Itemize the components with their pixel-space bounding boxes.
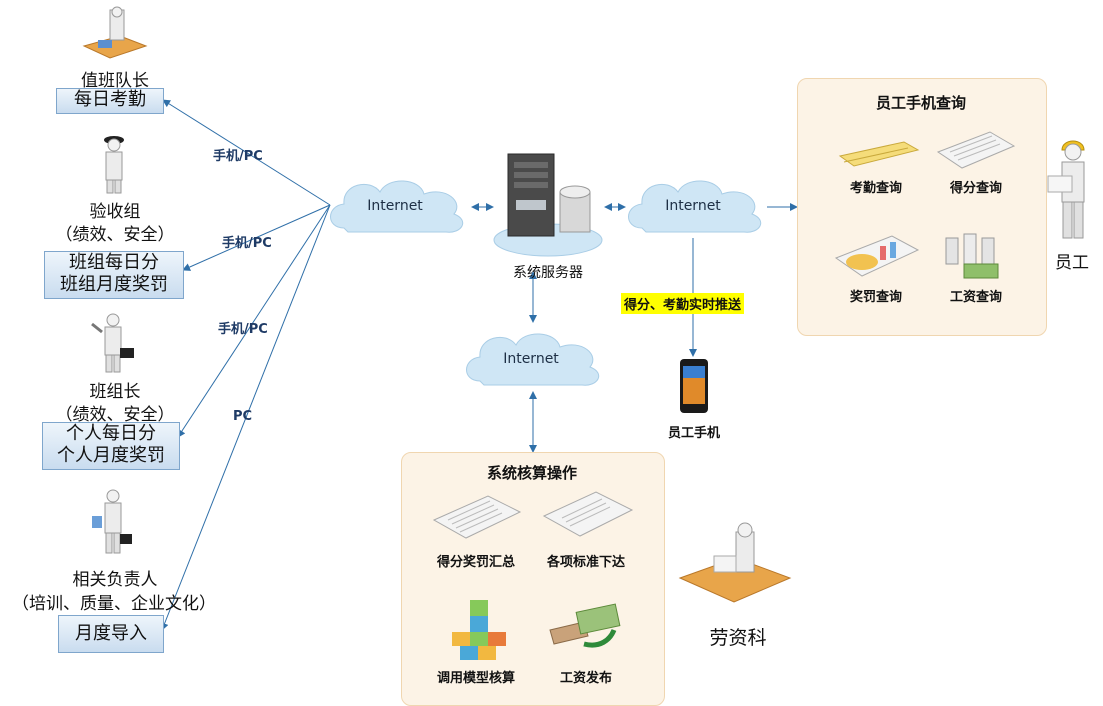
personal-monthly-reward: 个人月度奖罚 bbox=[57, 445, 165, 466]
team-score-box: 班组每日分 班组月度奖罚 bbox=[44, 251, 184, 299]
team-daily-score: 班组每日分 bbox=[69, 252, 159, 273]
monthly-import-box: 月度导入 bbox=[58, 615, 164, 653]
labor-desk-person-icon bbox=[678, 522, 792, 603]
manager-person-icon bbox=[92, 489, 132, 554]
personal-score-box: 个人每日分 个人月度奖罚 bbox=[42, 422, 180, 470]
link-shift-leader bbox=[162, 99, 331, 206]
team-monthly-reward: 班组月度奖罚 bbox=[60, 274, 168, 295]
conn-label-2: 手机/PC bbox=[222, 236, 272, 251]
internet-cloud-bottom-icon bbox=[466, 333, 600, 386]
attendance-query-label: 考勤查询 bbox=[849, 181, 902, 196]
score-query-label: 得分查询 bbox=[949, 181, 1002, 196]
attendance-doc-icon bbox=[838, 141, 920, 167]
score-summary-label: 得分奖罚汇总 bbox=[436, 555, 515, 570]
calc-panel-title: 系统核算操作 bbox=[486, 464, 577, 482]
conn-label-4: PC bbox=[233, 409, 253, 424]
acceptance-group-subtitle: （绩效、安全） bbox=[55, 225, 175, 245]
phone-label: 员工手机 bbox=[667, 426, 720, 441]
internet-cloud-left-label: Internet bbox=[367, 198, 423, 214]
reward-query-label: 奖罚查询 bbox=[849, 290, 902, 305]
reward-chart-icon bbox=[834, 235, 920, 277]
related-head-title: 相关负责人 bbox=[72, 570, 158, 590]
team-leader-person-icon bbox=[91, 313, 134, 373]
employee-query-panel bbox=[797, 78, 1047, 336]
link-acceptance-group bbox=[182, 204, 331, 271]
conn-label-1: 手机/PC bbox=[213, 149, 263, 164]
model-blocks-icon bbox=[452, 600, 506, 660]
internet-cloud-right-icon bbox=[628, 180, 762, 233]
duty-desk-person-icon bbox=[82, 6, 148, 59]
salary-release-label: 工资发布 bbox=[559, 671, 612, 686]
model-calc-label: 调用模型核算 bbox=[436, 671, 515, 686]
mobile-phone-icon bbox=[680, 359, 708, 413]
employee-label: 员工 bbox=[1055, 253, 1089, 273]
internet-cloud-right-label: Internet bbox=[665, 198, 721, 214]
score-doc-icon bbox=[936, 131, 1016, 169]
link-related-head bbox=[160, 204, 331, 631]
server-icon bbox=[493, 153, 603, 257]
summary-doc-icon bbox=[432, 495, 522, 539]
shift-leader-title: 值班队长 bbox=[81, 71, 149, 91]
server-label: 系统服务器 bbox=[513, 265, 583, 281]
salary-payment-icon bbox=[549, 603, 621, 648]
system-calc-panel bbox=[401, 452, 665, 706]
standards-doc-icon bbox=[542, 491, 634, 537]
realtime-push-label: 得分、考勤实时推送 bbox=[621, 293, 745, 314]
employee-person-icon bbox=[1047, 140, 1085, 239]
internet-cloud-left-icon bbox=[330, 180, 464, 233]
daily-attendance-box: 每日考勤 bbox=[56, 88, 164, 114]
personal-daily-score: 个人每日分 bbox=[66, 423, 156, 444]
related-head-subtitle: （培训、质量、企业文化） bbox=[12, 594, 216, 614]
salary-query-label: 工资查询 bbox=[949, 290, 1002, 305]
standards-label: 各项标准下达 bbox=[546, 555, 625, 570]
inspector-person-icon bbox=[104, 136, 124, 194]
employee-panel-title: 员工手机查询 bbox=[875, 94, 966, 112]
labor-dept-label: 劳资科 bbox=[709, 627, 767, 649]
team-leader-title: 班组长 bbox=[89, 382, 141, 402]
link-team-leader bbox=[177, 204, 331, 438]
team-leader-subtitle: （绩效、安全） bbox=[55, 405, 175, 425]
acceptance-group-title: 验收组 bbox=[89, 202, 141, 222]
salary-people-icon bbox=[945, 233, 999, 279]
conn-label-3: 手机/PC bbox=[218, 322, 268, 337]
internet-cloud-bottom-label: Internet bbox=[503, 351, 559, 367]
